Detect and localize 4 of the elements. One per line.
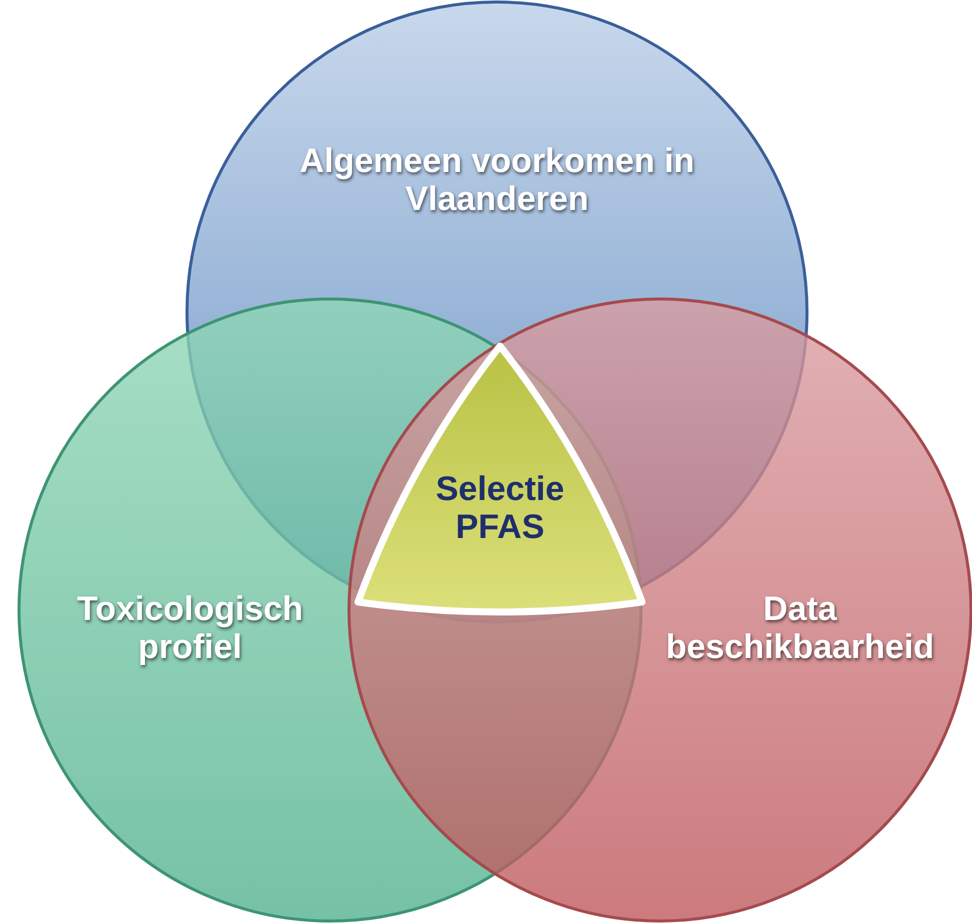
area-label: Algemeen voorkomen in Vlaanderen (298, 142, 696, 218)
area-label: Selectie PFAS (434, 470, 566, 546)
area-label: Toxicologisch profiel (76, 590, 304, 666)
area-label: Data beschikbaarheid (664, 590, 936, 666)
